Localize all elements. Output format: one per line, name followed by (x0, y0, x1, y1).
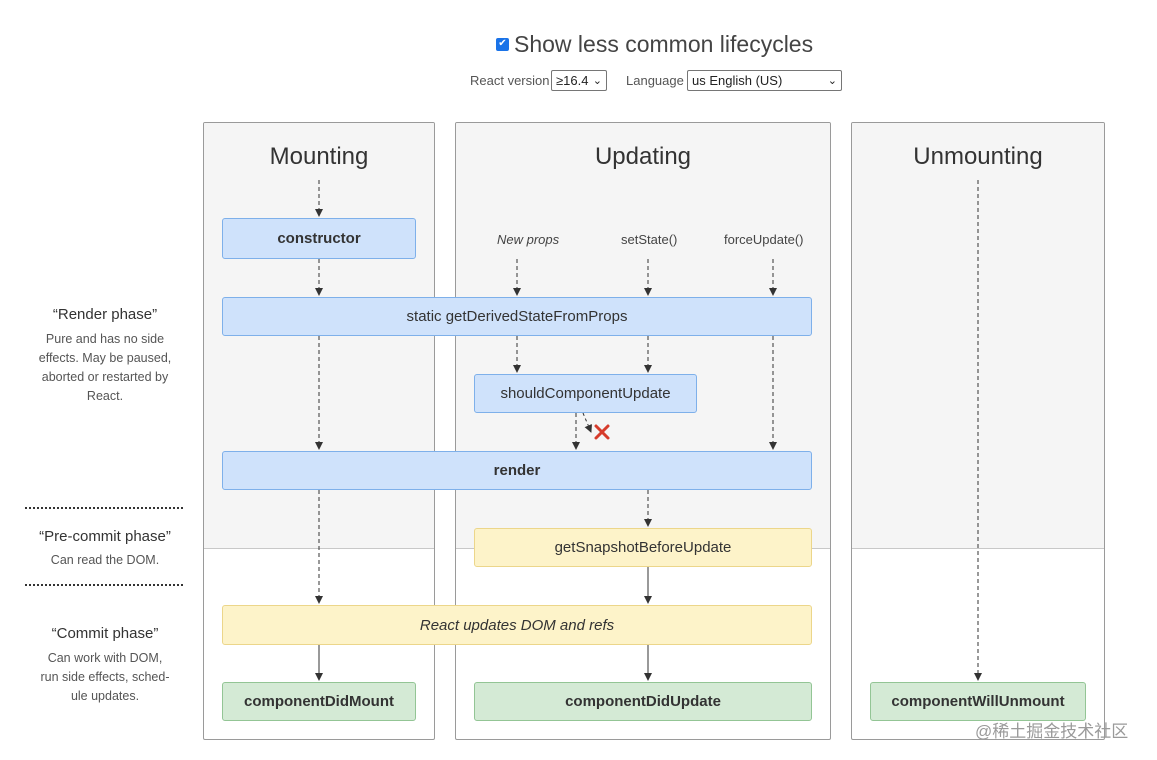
commit-phase-title: “Commit phase” (51, 625, 159, 642)
chevron-down-icon: ⌄ (592, 75, 602, 87)
should-component-update-box[interactable]: shouldComponentUpdate (474, 374, 697, 413)
constructor-box[interactable]: constructor (222, 218, 416, 259)
arrow-scu-false (582, 412, 592, 433)
react-version-select[interactable]: ≥16.4 ⌄ (551, 70, 607, 91)
react-version-value: ≥16.4 (556, 73, 589, 88)
get-snapshot-before-update-box[interactable]: getSnapshotBeforeUpdate (474, 528, 812, 567)
phase-divider (25, 507, 183, 509)
language-select[interactable]: us English (US) ⌄ (687, 70, 842, 91)
trigger-set-state: setState() (621, 232, 678, 247)
show-less-common-toggle[interactable]: ✔ Show less common lifecycles (496, 30, 813, 58)
updating-title: Updating (594, 143, 692, 170)
get-derived-state-from-props-box[interactable]: static getDerivedStateFromProps (222, 297, 812, 336)
chevron-down-icon: ⌄ (827, 75, 837, 87)
trigger-force-update: forceUpdate() (724, 232, 804, 247)
component-did-update-box[interactable]: componentDidUpdate (474, 682, 812, 721)
trigger-new-props: New props (497, 232, 560, 247)
react-updates-dom-box[interactable]: React updates DOM and refs (222, 605, 812, 645)
precommit-phase-title: “Pre-commit phase” (39, 528, 171, 545)
render-phase-description: Pure and has no side effects. May be pau… (38, 332, 172, 403)
checkbox-checked-icon[interactable]: ✔ (496, 37, 509, 51)
mounting-title: Mounting (269, 143, 369, 170)
phase-divider (25, 584, 183, 586)
show-less-label: Show less common lifecycles (514, 30, 814, 57)
react-version-label: React version (470, 73, 550, 88)
precommit-phase-description: Can read the DOM. (50, 553, 160, 567)
render-box[interactable]: render (222, 451, 812, 490)
component-did-mount-box[interactable]: componentDidMount (222, 682, 416, 721)
commit-phase-description: Can work with DOM, run side effects, sch… (40, 651, 170, 703)
watermark-text: @稀土掘金技术社区 (975, 722, 1129, 741)
render-phase-title: “Render phase” (52, 306, 158, 323)
component-will-unmount-box[interactable]: componentWillUnmount (870, 682, 1086, 721)
red-x-icon (594, 424, 610, 440)
language-label: Language (626, 73, 684, 88)
unmounting-title: Unmounting (913, 143, 1043, 170)
language-value: us English (US) (692, 73, 783, 88)
